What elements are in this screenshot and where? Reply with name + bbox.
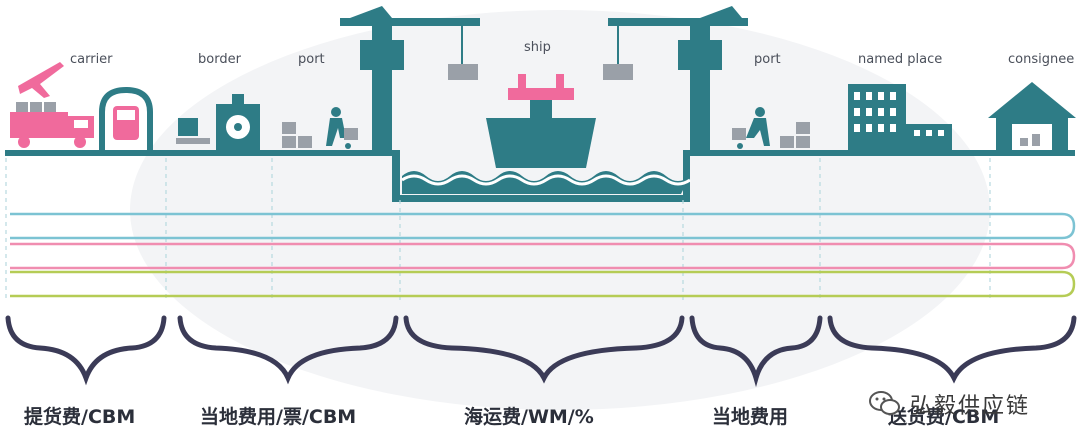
brace-ocean-freight: [403, 315, 685, 384]
brace-pickup: [5, 315, 167, 386]
brace-origin-local: [177, 315, 399, 385]
stage-label-port-destination: port: [754, 52, 781, 67]
stage-label-named-place: named place: [858, 52, 943, 67]
worker-with-cart-left-icon: [326, 107, 358, 149]
airplane-icon: [18, 62, 64, 98]
sea-basin: [392, 150, 690, 202]
flow-line-pink: [10, 242, 1076, 270]
brace-delivery: [827, 315, 1077, 384]
ground-right: [683, 150, 1075, 156]
ground-left: [5, 150, 397, 156]
sea-waves: [402, 171, 690, 194]
cost-braces: [5, 315, 1077, 388]
cost-label-origin-local: 当地费用/票/CBM: [200, 406, 357, 428]
background-globe: [130, 10, 990, 410]
train-icon: [99, 86, 153, 150]
wechat-icon: [869, 391, 900, 415]
luggage-icon: [176, 118, 210, 144]
brace-destination-local: [689, 315, 823, 388]
truck-icon: [10, 102, 94, 148]
cost-label-destination-local: 当地费用: [712, 406, 789, 428]
warehouse-icon: [988, 82, 1076, 150]
cargo-boxes-left-icon: [282, 122, 312, 148]
cargo-boxes-right-icon: [780, 122, 810, 148]
crane-right-icon: [603, 6, 748, 150]
crane-left-icon: [340, 6, 480, 150]
stage-label-ship: ship: [524, 40, 551, 55]
sea-wave-highlight: [401, 174, 691, 186]
stage-label-carrier: carrier: [70, 52, 113, 67]
stage-label-port-origin: port: [298, 52, 325, 67]
stage-label-consignee: consignee: [1008, 52, 1075, 67]
stage-separators: [5, 158, 991, 302]
worker-with-cart-right-icon: [732, 107, 770, 149]
cost-label-pickup: 提货费/CBM: [24, 406, 136, 428]
stage-label-border: border: [198, 52, 241, 67]
radiation-scanner-icon: [216, 94, 260, 150]
ship-icon: [486, 74, 596, 168]
city-buildings-icon: [848, 84, 952, 150]
flow-line-blue: [10, 212, 1076, 240]
watermark-text: 弘毅供应链: [910, 394, 1031, 419]
watermark: 弘毅供应链: [868, 384, 1068, 424]
cost-label-delivery: 送货费/CBM: [888, 406, 1000, 428]
cost-label-ocean-freight: 海运费/WM/%: [464, 406, 594, 428]
flow-line-green: [10, 270, 1076, 298]
